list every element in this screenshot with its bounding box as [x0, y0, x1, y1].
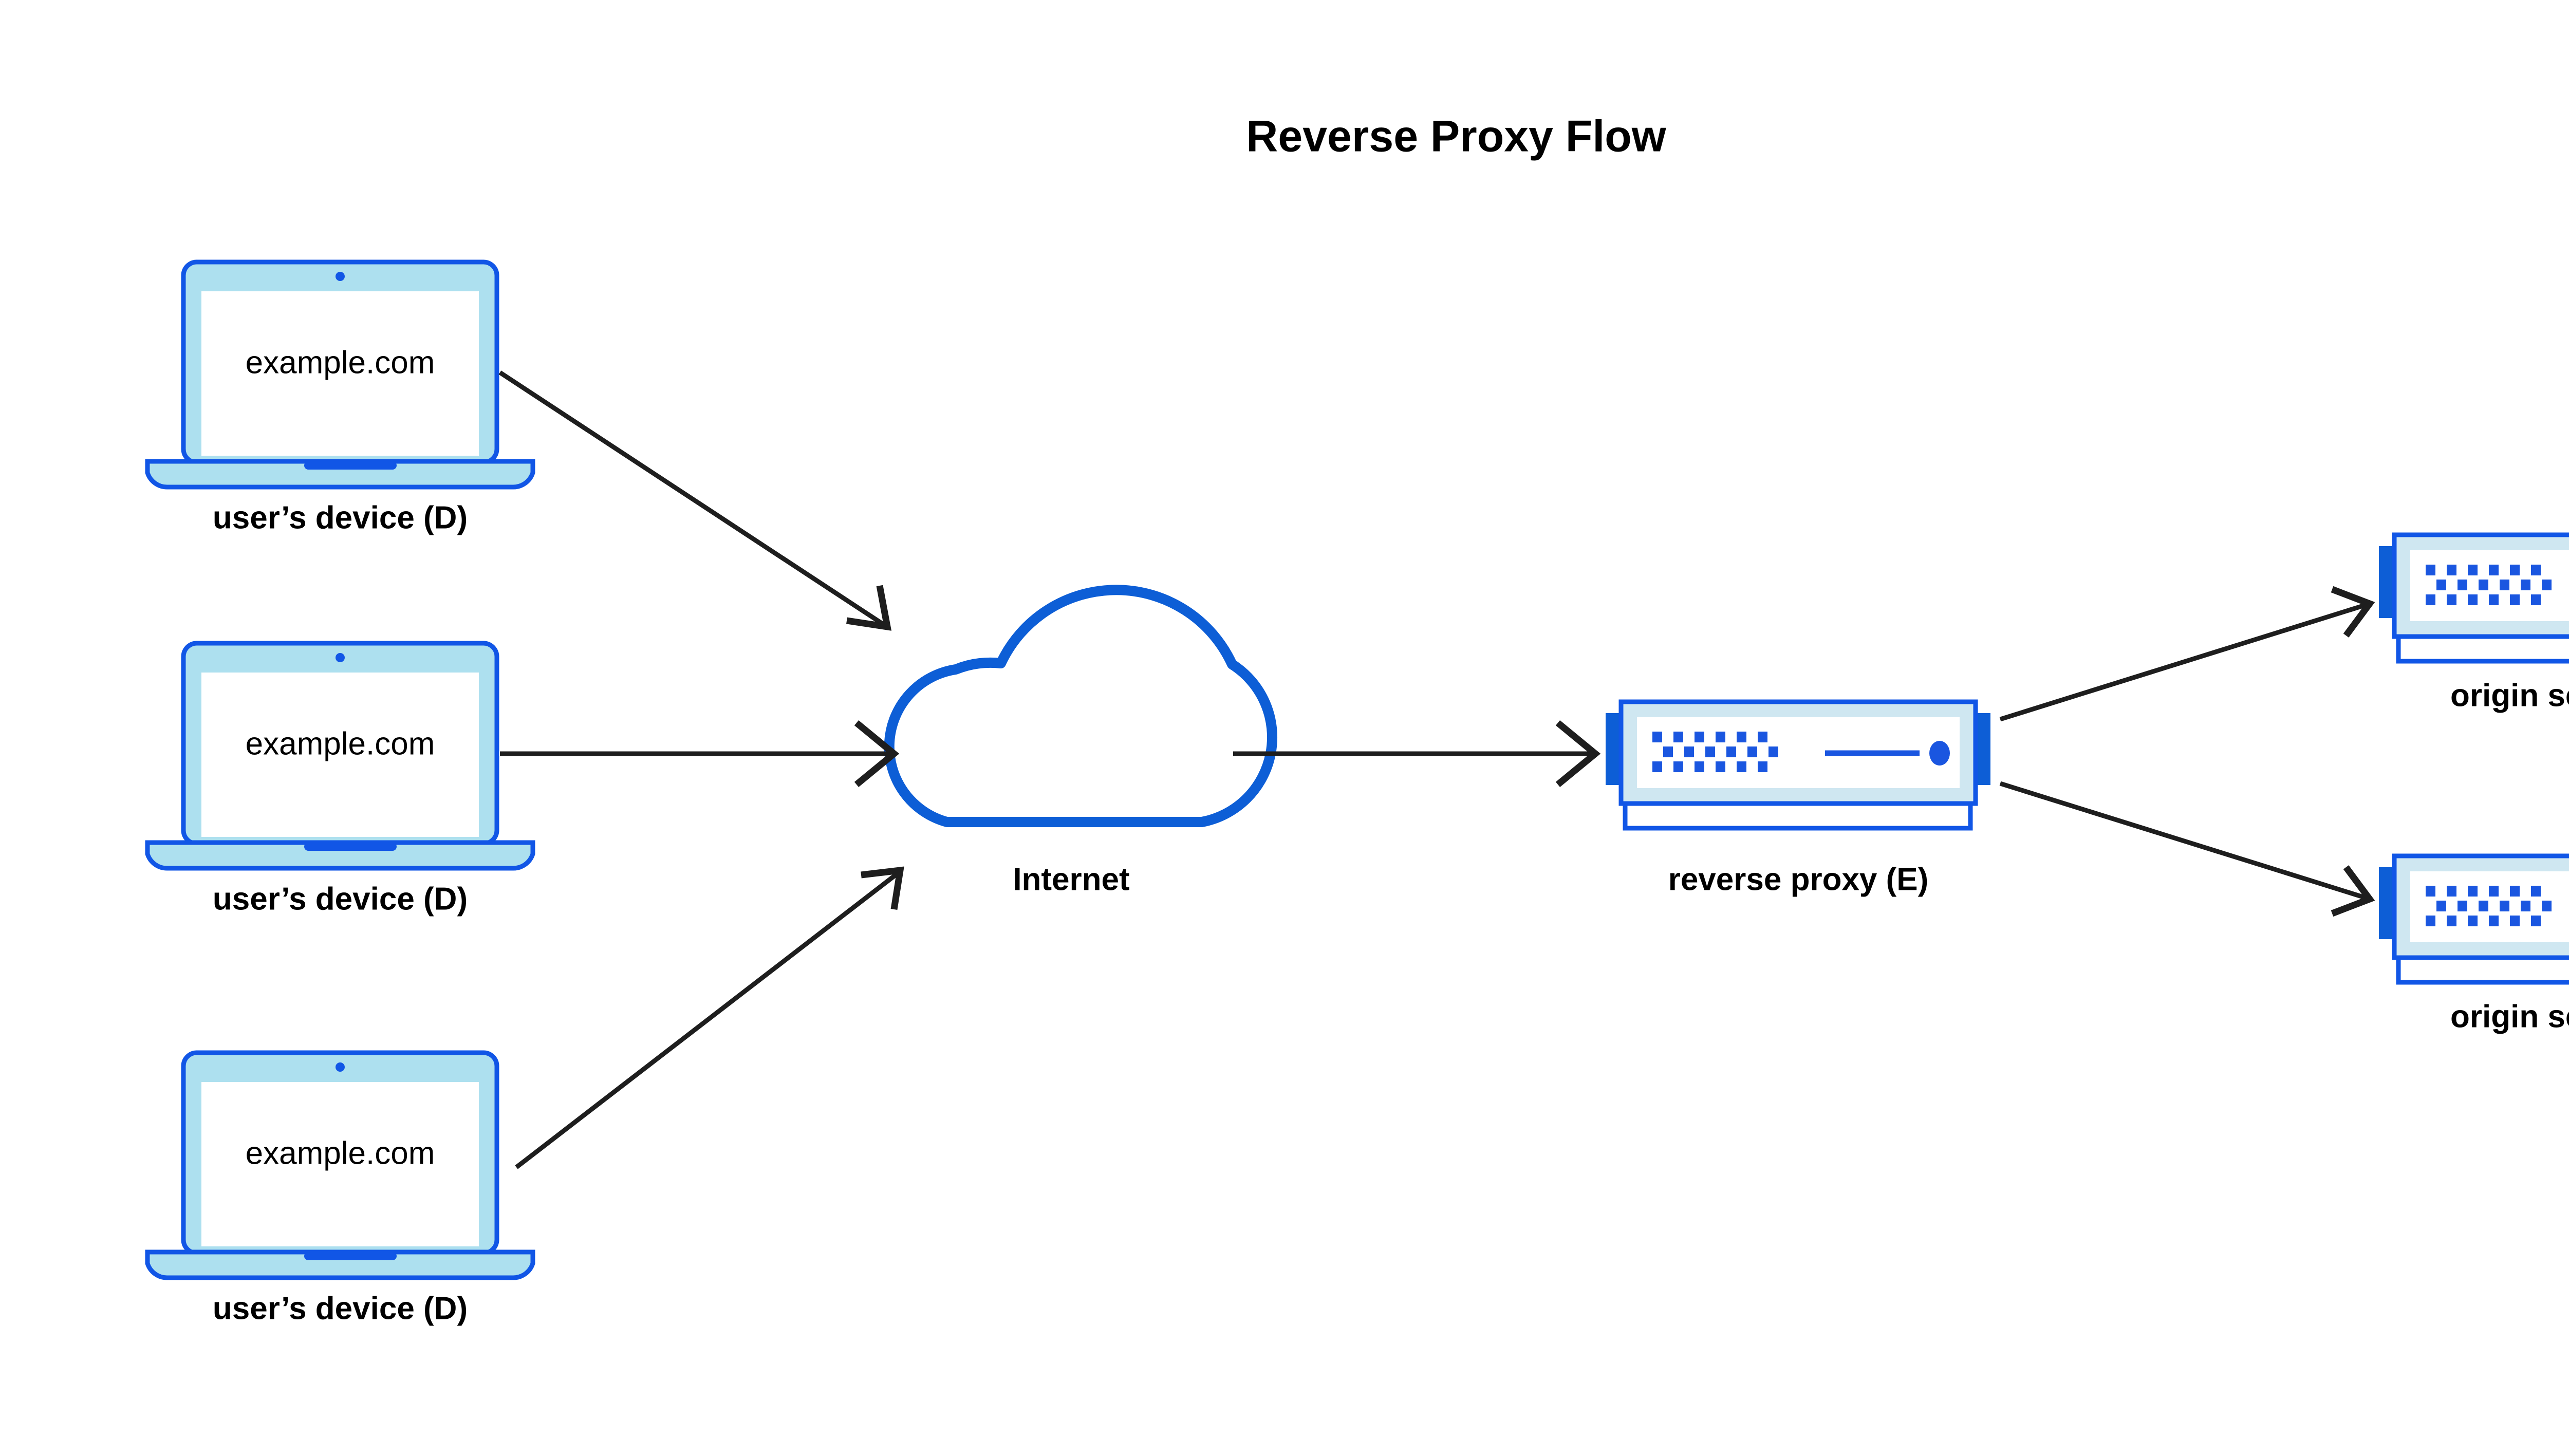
- camera-dot-icon: [336, 1062, 345, 1072]
- laptop-screen-area: [201, 1082, 479, 1246]
- node-internet[interactable]: Internet: [884, 585, 1278, 897]
- edge-proxy-to-origin-bottom: [1999, 781, 2375, 917]
- laptop-notch: [304, 843, 397, 851]
- laptop-screen-area: [201, 673, 479, 837]
- internet-label: Internet: [1013, 862, 1129, 897]
- cloud-icon: [884, 585, 1278, 827]
- laptop-base: [145, 1249, 535, 1280]
- node-origin-top[interactable]: origin server (F): [2379, 532, 2569, 713]
- server-icon: [2379, 532, 2569, 664]
- edge-proxy-to-origin-top: [1999, 586, 2375, 722]
- node-origin-bottom[interactable]: origin server (F): [2379, 853, 2569, 1034]
- laptop-icon: [145, 259, 535, 490]
- server-shelf: [2396, 632, 2569, 664]
- device-label: user’s device (D): [213, 881, 468, 917]
- edge-device-top-to-internet: [498, 370, 892, 631]
- node-device-middle[interactable]: example.com user’s device (D): [145, 641, 535, 917]
- edge-device-bottom-to-internet: [515, 866, 904, 1169]
- server-vent-grid: [2426, 565, 2552, 605]
- cloud-shape: [884, 585, 1278, 827]
- origin-label: origin server (F): [2450, 678, 2569, 713]
- server-led-icon: [1929, 741, 1950, 766]
- edge-internet-to-proxy: [1233, 720, 1601, 788]
- device-screen-text: example.com: [246, 345, 435, 380]
- proxy-label: reverse proxy (E): [1668, 862, 1929, 897]
- device-label: user’s device (D): [213, 1291, 468, 1326]
- server-vent-grid: [1652, 732, 1778, 772]
- device-label: user’s device (D): [213, 500, 468, 535]
- node-device-bottom[interactable]: example.com user’s device (D): [145, 1050, 535, 1326]
- laptop-base: [145, 459, 535, 490]
- edge-device-middle-to-internet: [500, 720, 900, 788]
- laptop-screen-area: [201, 291, 479, 456]
- node-reverse-proxy[interactable]: reverse proxy (E): [1606, 699, 1990, 897]
- camera-dot-icon: [336, 272, 345, 281]
- device-screen-text: example.com: [246, 726, 435, 761]
- page-title: Reverse Proxy Flow: [1246, 112, 1666, 161]
- laptop-notch: [304, 461, 397, 470]
- server-icon: [1606, 699, 1990, 831]
- laptop-icon: [145, 641, 535, 871]
- server-shelf: [2396, 953, 2569, 985]
- laptop-icon: [145, 1050, 535, 1280]
- device-screen-text: example.com: [246, 1135, 435, 1171]
- node-device-top[interactable]: example.com user’s device (D): [145, 259, 535, 535]
- laptop-base: [145, 840, 535, 871]
- laptop-notch: [304, 1252, 397, 1260]
- server-vent-grid: [2426, 886, 2552, 926]
- server-icon: [2379, 853, 2569, 985]
- origin-label: origin server (F): [2450, 999, 2569, 1034]
- camera-dot-icon: [336, 653, 345, 662]
